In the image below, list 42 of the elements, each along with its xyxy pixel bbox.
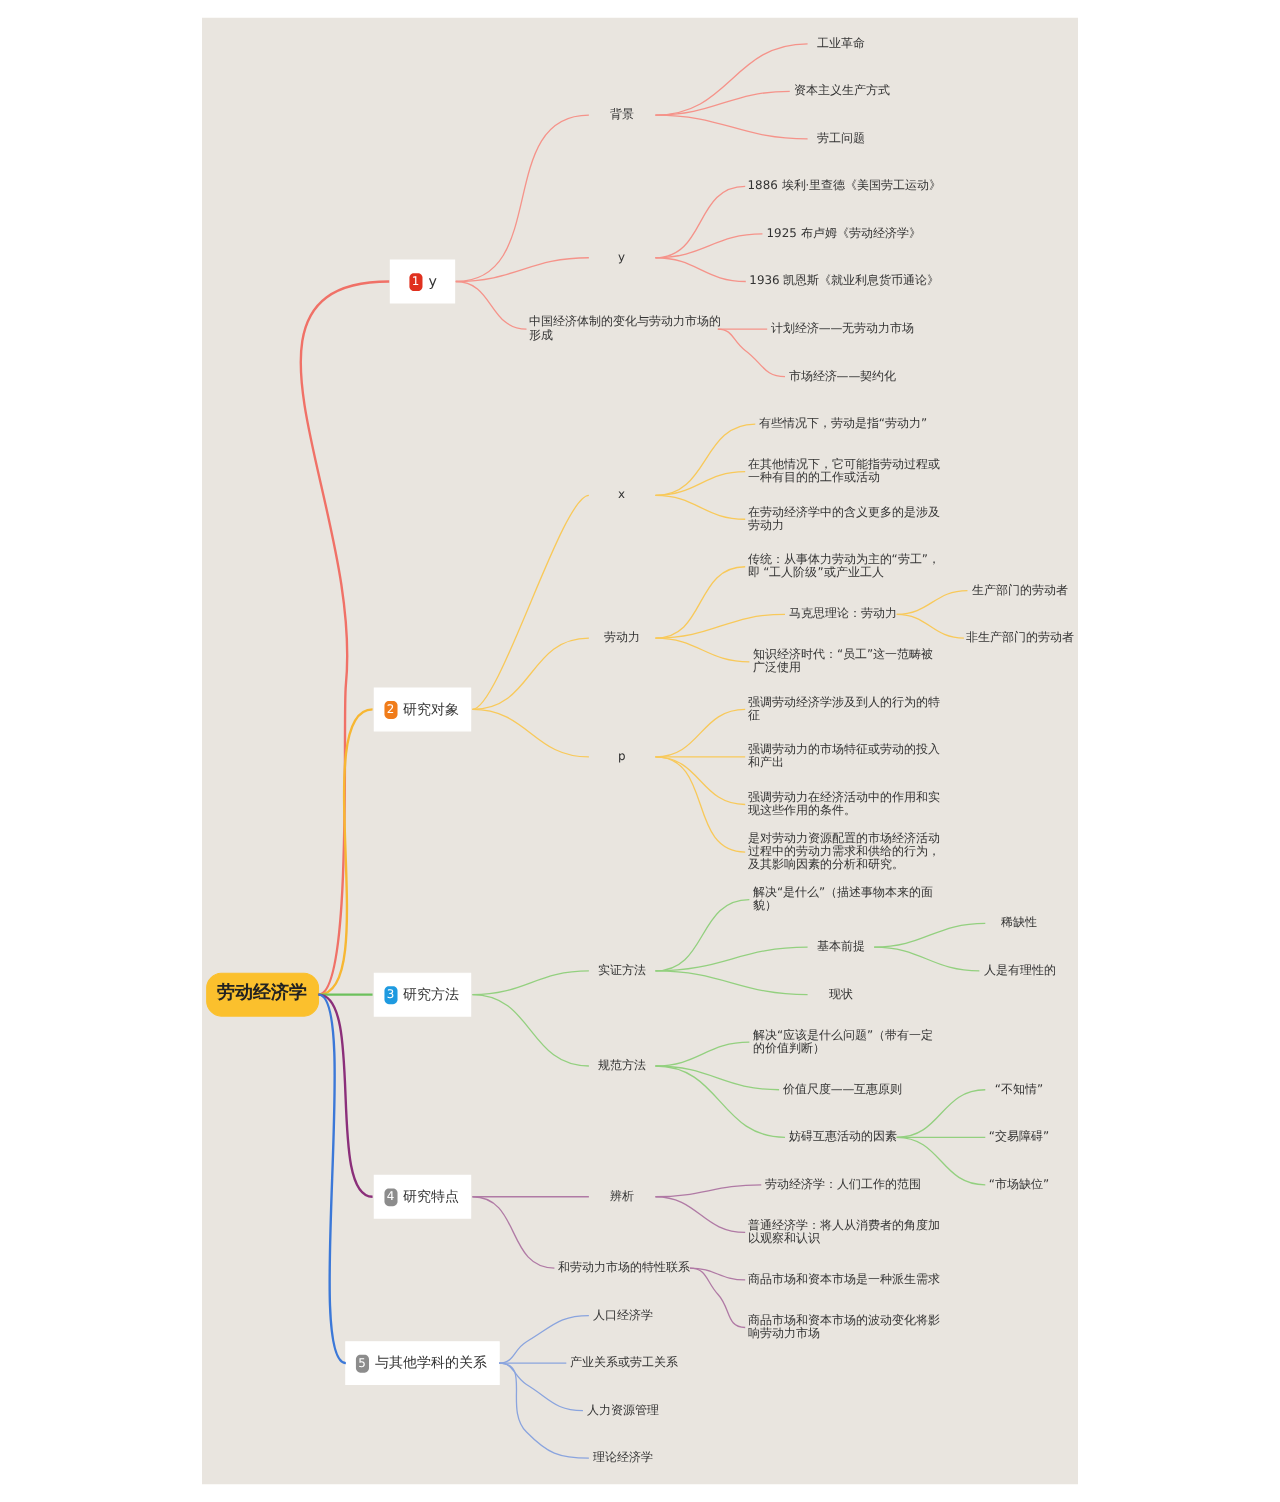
connector: [689, 1267, 746, 1329]
connector: [471, 708, 590, 758]
connector: [318, 993, 373, 996]
connector: [654, 257, 747, 283]
connector: [654, 1065, 780, 1091]
connector: [654, 756, 746, 806]
connector: [300, 280, 390, 996]
connector: [471, 637, 590, 711]
connector: [896, 613, 965, 639]
connector: [654, 708, 746, 758]
connector: [654, 756, 746, 853]
connector: [471, 994, 590, 1067]
connector: [654, 423, 756, 497]
connector: [654, 114, 809, 140]
connector: [654, 1065, 786, 1138]
connector: [498, 1362, 590, 1459]
connector: [717, 328, 786, 378]
connector: [498, 1362, 567, 1364]
connector: [873, 946, 980, 972]
node-box: 劳动经济学: [206, 972, 320, 1017]
connector: [455, 280, 528, 330]
connector: [471, 494, 590, 711]
connector: [654, 43, 809, 116]
connector: [498, 1362, 584, 1412]
connector: [654, 494, 746, 520]
connector: [318, 708, 373, 996]
connector: [471, 1196, 590, 1198]
connector: [654, 970, 809, 996]
connector: [471, 1196, 556, 1269]
connector: [317, 993, 347, 1365]
connector: [498, 1314, 590, 1364]
connector: [896, 1089, 986, 1138]
connector: [717, 328, 768, 330]
connector: [654, 756, 746, 758]
connector: [896, 1136, 986, 1186]
connector: [654, 90, 791, 116]
connector: [654, 637, 750, 663]
connector: [873, 922, 986, 948]
connector: [896, 589, 969, 615]
connector: [654, 613, 786, 639]
connector: [318, 993, 373, 1198]
connector: [654, 1196, 746, 1234]
